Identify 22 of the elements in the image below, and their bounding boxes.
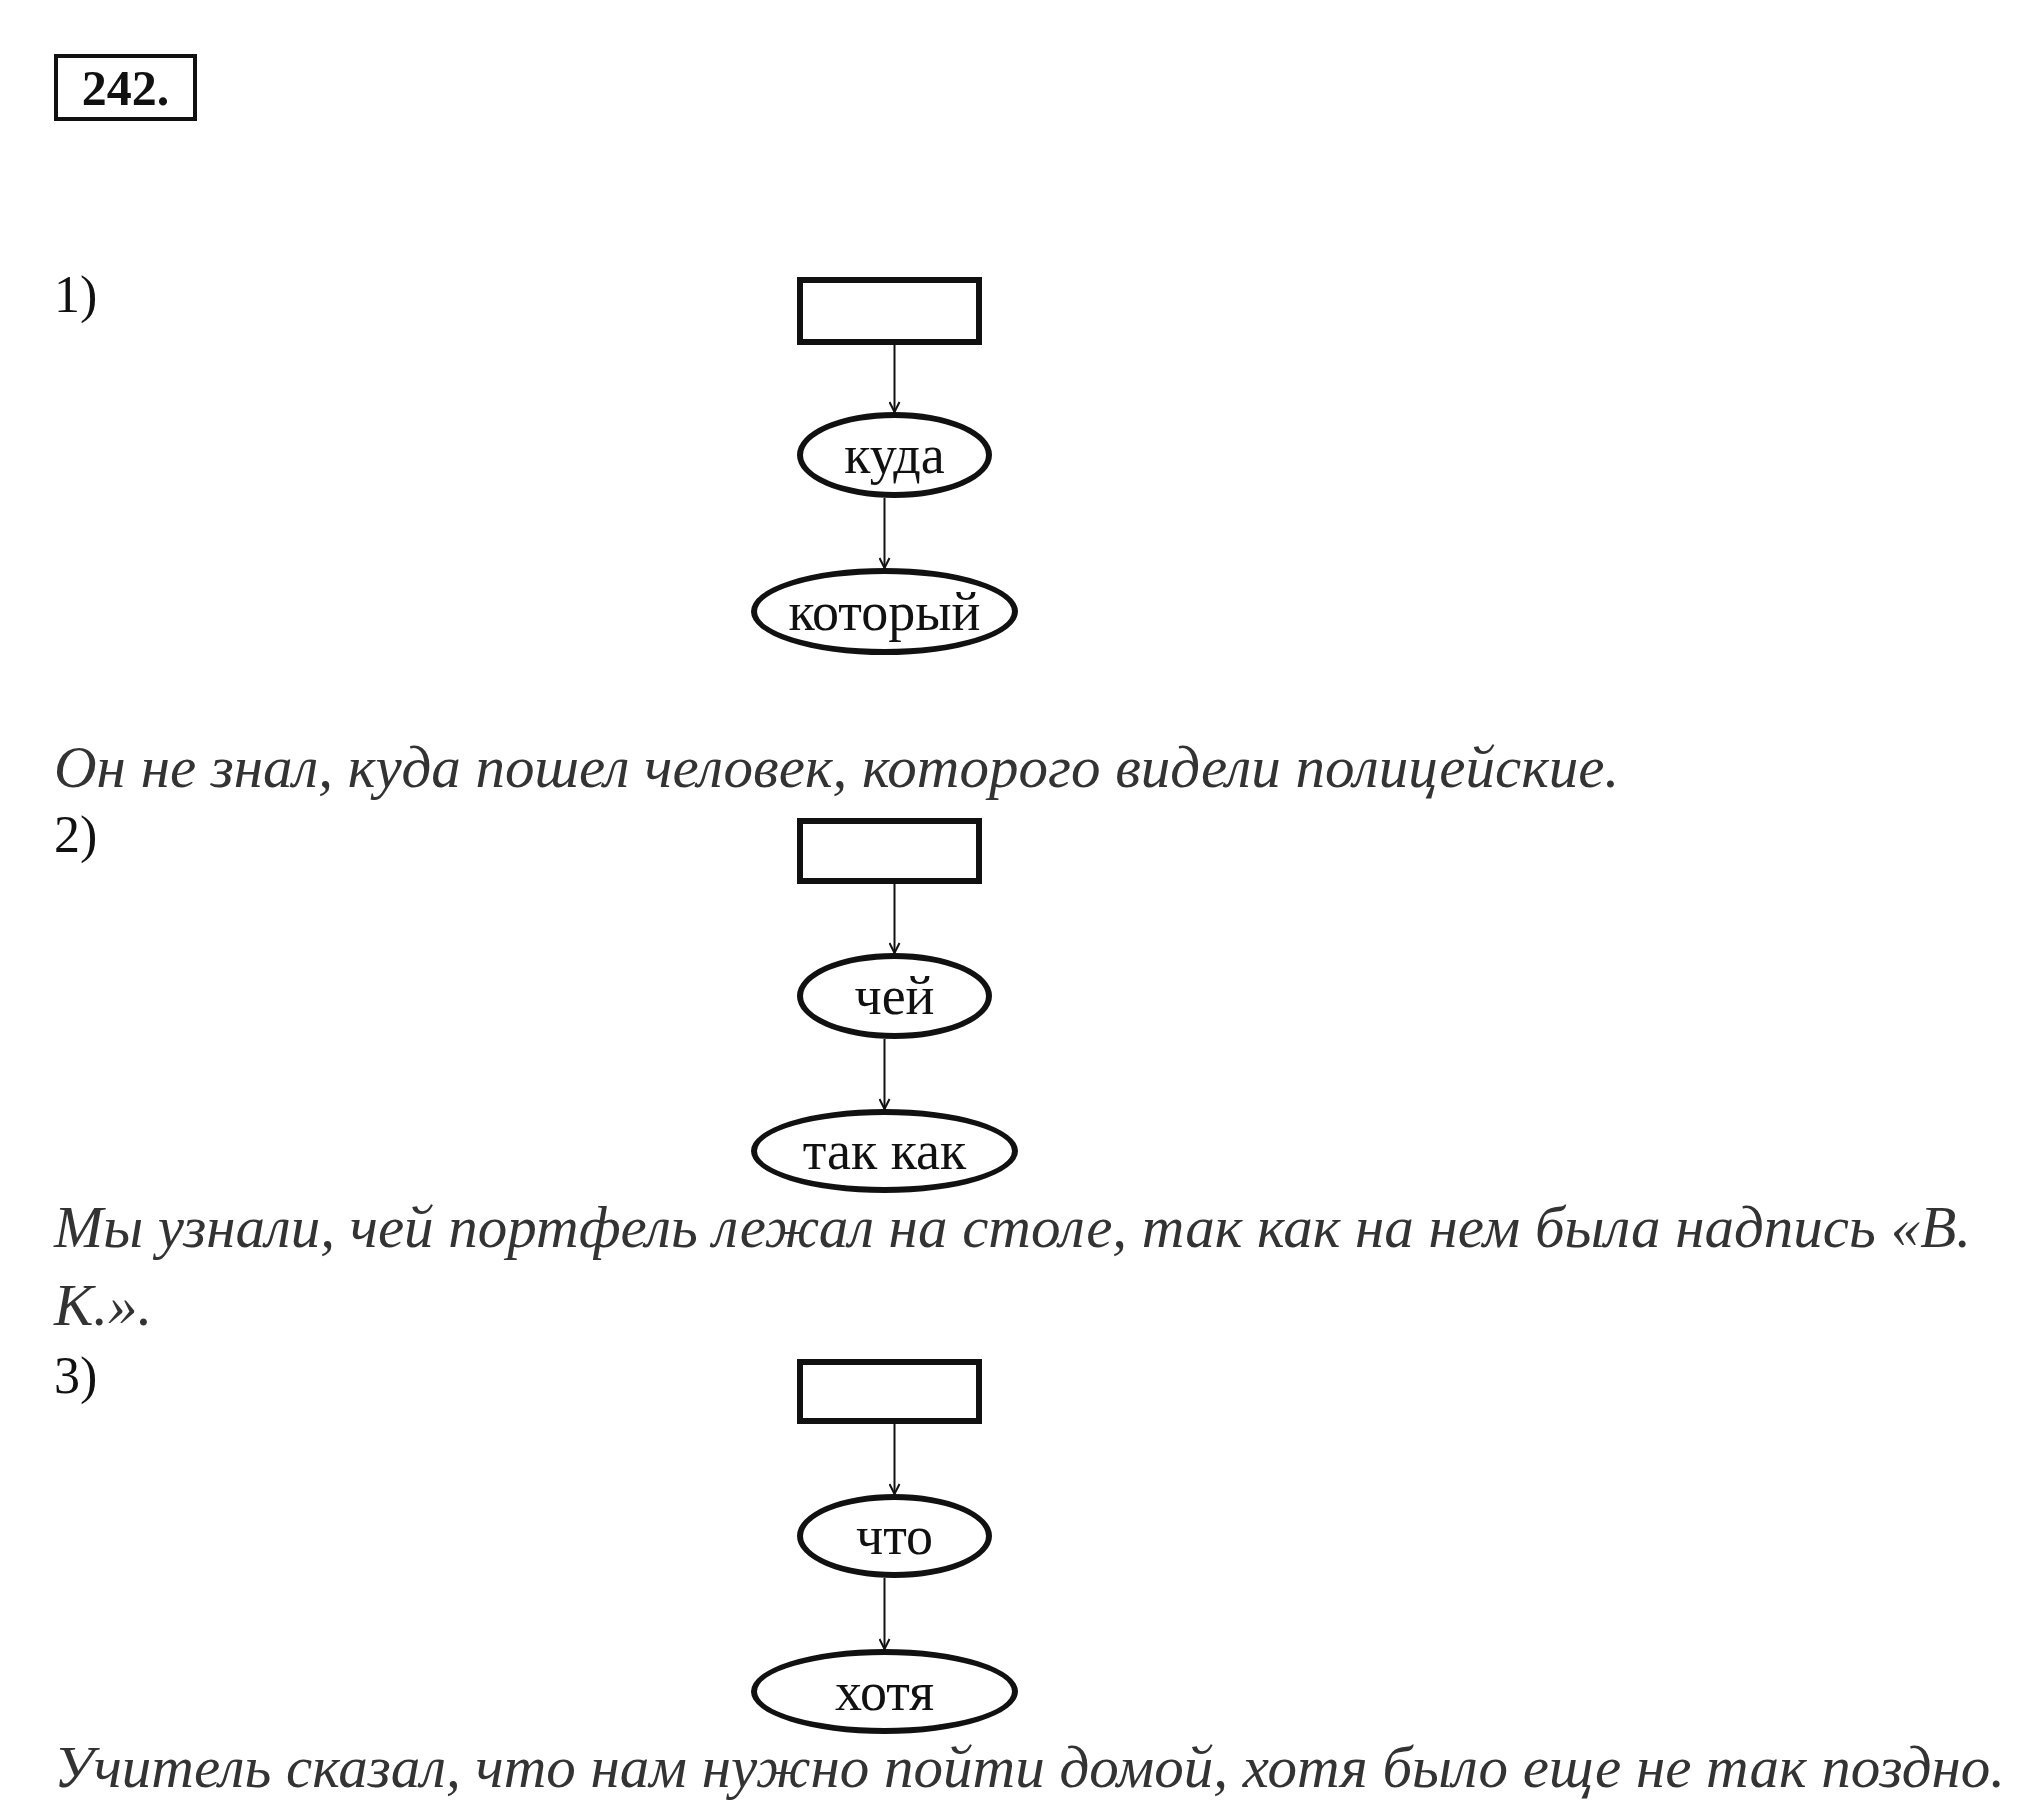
exercise-number: 242. [54,54,197,121]
arrow [888,1423,901,1495]
arrow [888,344,901,413]
empty-box [797,818,982,884]
word-oval: хотя [751,1649,1018,1734]
word-oval: куда [797,412,992,498]
empty-box [797,1359,982,1424]
item-number: 2) [54,805,98,864]
arrow [878,1038,891,1110]
arrow [878,497,891,569]
sentence: Мы узнали, чей портфель лежал на столе, так как на нем была надпись «В. К.». [54,1193,1972,1340]
item-number: 1) [54,265,98,324]
arrow [888,883,901,954]
word-oval: чей [797,953,992,1039]
word-oval: который [751,568,1018,655]
sentence: Учитель сказал, что нам нужно пойти домой, хотя было еще не так поздно. [54,1733,2007,1802]
word-oval: что [797,1494,992,1578]
arrow [878,1577,891,1650]
empty-box [797,277,982,345]
item-number: 3) [54,1346,98,1405]
sentence: Он не знал, куда пошел человек, которого видели полицейские. [54,733,1621,802]
word-oval: так как [751,1109,1018,1193]
